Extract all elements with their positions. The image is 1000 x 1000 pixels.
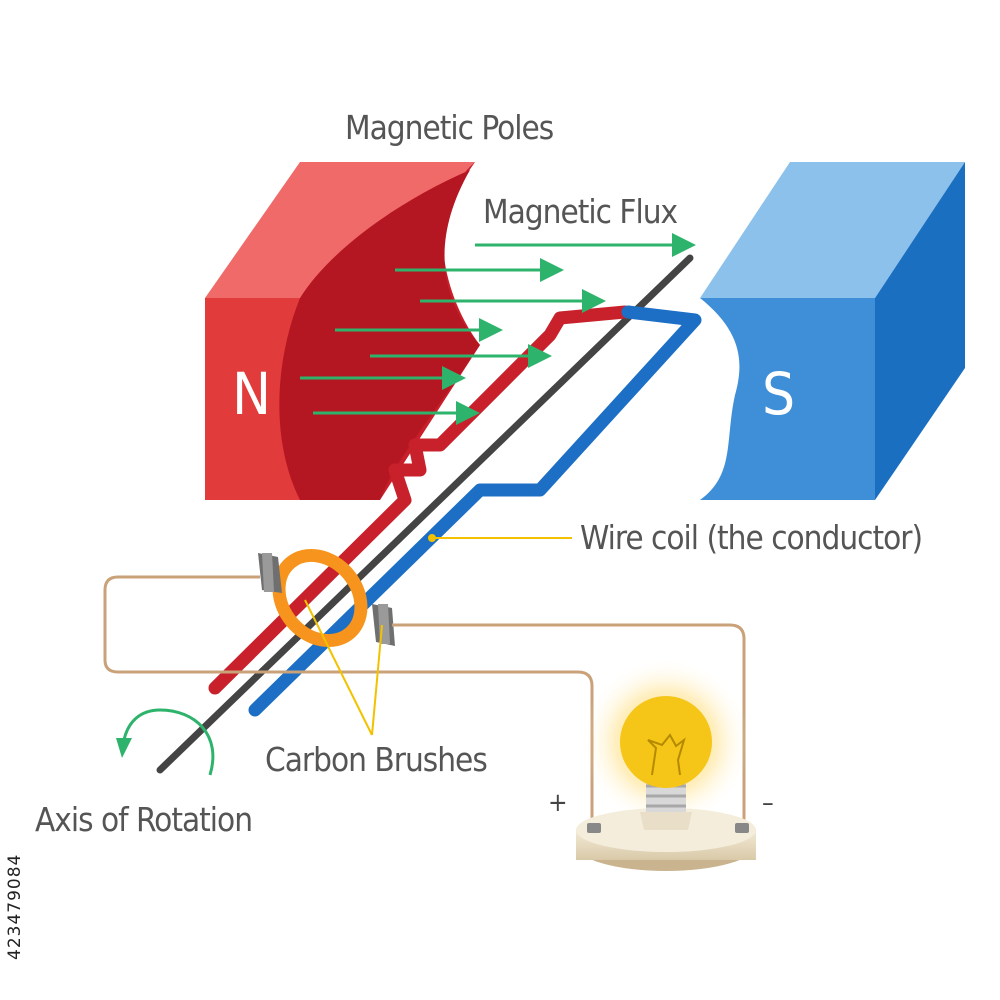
rotation-axle [156, 254, 694, 774]
north-magnet [205, 162, 480, 500]
leader-lines [304, 534, 572, 736]
north-pole-label: N [232, 360, 271, 428]
carbon-brushes-label: Carbon Brushes [265, 740, 488, 779]
slip-ring [272, 548, 368, 648]
axis-of-rotation-label: Axis of Rotation [35, 800, 253, 839]
south-magnet [700, 162, 965, 500]
magnetic-poles-label: Magnetic Poles [345, 108, 554, 147]
carbon-brush-left [258, 553, 282, 593]
stock-image-id: 423479084 [5, 853, 25, 960]
coil-wire-red [208, 305, 632, 695]
light-bulb-icon [576, 657, 756, 871]
coil-wire-blue [248, 305, 702, 717]
magnetic-flux-label: Magnetic Flux [483, 192, 678, 231]
circuit-wires [103, 575, 746, 828]
rotation-arrowhead-icon [116, 738, 132, 758]
carbon-brush-right [372, 604, 395, 646]
flux-arrows [300, 233, 696, 425]
wire-coil-label: Wire coil (the conductor) [580, 518, 923, 557]
south-pole-label: S [762, 360, 795, 428]
rotation-arrow-icon [122, 708, 215, 776]
negative-terminal-label: – [762, 788, 774, 818]
positive-terminal-label: + [548, 788, 568, 818]
